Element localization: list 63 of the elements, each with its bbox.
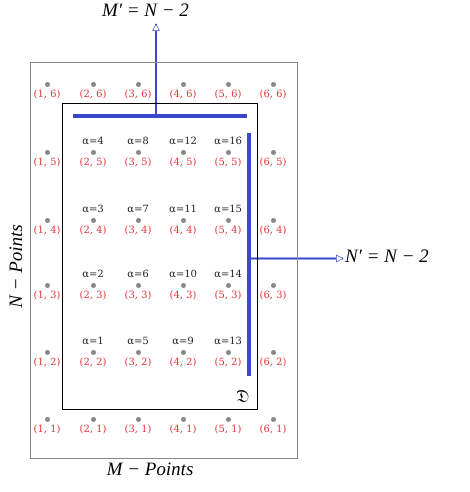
coordinate-label: (2, 4) — [80, 225, 106, 237]
index-label: α=7 — [126, 204, 150, 215]
index-label: α=4 — [81, 136, 105, 147]
coordinate-label: (3, 1) — [124, 424, 152, 436]
index-label: α=6 — [126, 269, 150, 280]
coordinate-label: (1, 1) — [34, 424, 60, 436]
coordinate-label: (3, 6) — [124, 89, 152, 101]
coordinate-label: (4, 5) — [170, 157, 196, 169]
coordinate-label: (2, 6) — [80, 89, 106, 101]
coordinate-label: (2, 5) — [80, 157, 106, 169]
formula-label: N′ = N − 2 — [345, 246, 429, 268]
coordinate-label: (3, 5) — [124, 157, 152, 169]
arrow — [152, 24, 160, 114]
coordinate-label: (1, 6) — [34, 89, 60, 101]
coordinate-label: (3, 2) — [124, 357, 152, 369]
coordinate-label: (5, 1) — [214, 424, 242, 436]
coordinate-label: (3, 3) — [124, 290, 152, 302]
coordinate-label: (6, 6) — [260, 89, 286, 101]
coordinate-label: (5, 3) — [214, 290, 242, 302]
index-label: α=16 — [213, 136, 243, 147]
index-label: α=3 — [81, 204, 105, 215]
formula-label: M′ = N − 2 — [102, 0, 189, 22]
boundary-bar — [247, 133, 251, 376]
coordinate-label: (6, 2) — [260, 357, 286, 369]
coordinate-label: (1, 4) — [34, 225, 60, 237]
arrow — [251, 254, 344, 262]
index-label: α=8 — [126, 136, 150, 147]
coordinate-label: (2, 1) — [80, 424, 106, 436]
domain-symbol: 𝔇 — [236, 386, 249, 407]
coordinate-label: (4, 2) — [170, 357, 196, 369]
index-label: α=15 — [213, 204, 243, 215]
coordinate-label: (1, 3) — [34, 290, 60, 302]
outer-boundary-box — [30, 62, 298, 459]
coordinate-label: (5, 2) — [214, 357, 242, 369]
coordinate-label: (4, 4) — [170, 225, 196, 237]
coordinate-label: (3, 4) — [124, 225, 152, 237]
coordinate-label: (2, 3) — [80, 290, 106, 302]
index-label: α=9 — [171, 336, 195, 347]
coordinate-label: (6, 5) — [260, 157, 286, 169]
coordinate-label: (5, 5) — [214, 157, 242, 169]
index-label: α=10 — [168, 269, 198, 280]
axis-label: N − Points — [6, 223, 28, 310]
index-label: α=5 — [126, 336, 150, 347]
index-label: α=13 — [213, 336, 243, 347]
axis-label: M − Points — [106, 459, 194, 481]
coordinate-label: (2, 2) — [80, 357, 106, 369]
coordinate-label: (4, 1) — [170, 424, 196, 436]
coordinate-label: (5, 4) — [214, 225, 242, 237]
index-label: α=12 — [168, 136, 198, 147]
domain-box — [62, 103, 258, 410]
index-label: α=1 — [81, 336, 105, 347]
coordinate-label: (1, 5) — [34, 157, 60, 169]
coordinate-label: (6, 1) — [260, 424, 286, 436]
boundary-bar — [73, 114, 247, 118]
coordinate-label: (1, 2) — [34, 357, 60, 369]
coordinate-label: (5, 6) — [214, 89, 242, 101]
coordinate-label: (6, 3) — [260, 290, 286, 302]
coordinate-label: (4, 3) — [170, 290, 196, 302]
coordinate-label: (6, 4) — [260, 225, 286, 237]
coordinate-label: (4, 6) — [170, 89, 196, 101]
index-label: α=14 — [213, 269, 243, 280]
index-label: α=11 — [168, 204, 198, 215]
index-label: α=2 — [81, 269, 105, 280]
